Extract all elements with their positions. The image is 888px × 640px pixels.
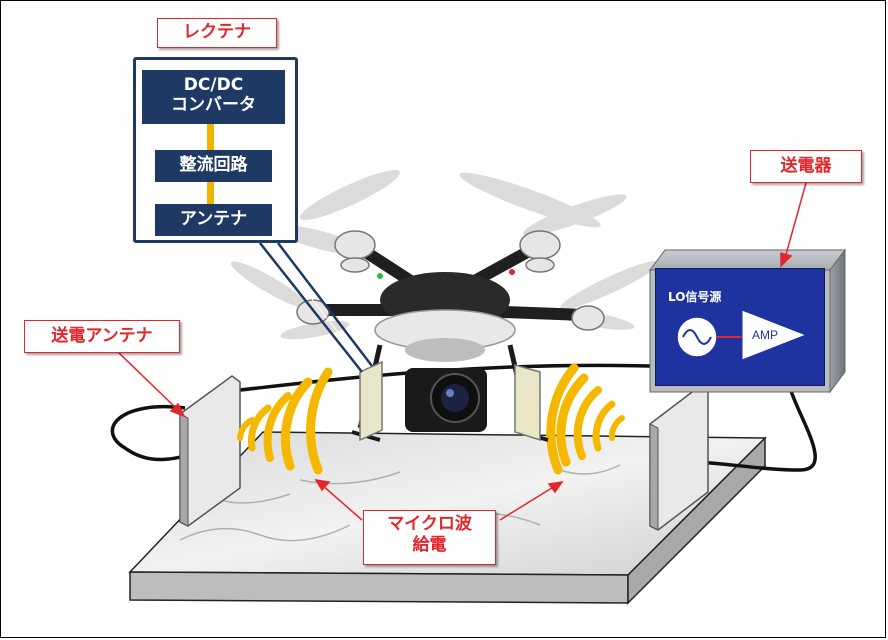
dcdc-line1: DC/DC bbox=[183, 75, 244, 95]
antenna-block: アンテナ bbox=[155, 204, 272, 236]
microwave-line2: 給電 bbox=[412, 535, 447, 556]
rectenna-callout bbox=[259, 242, 373, 373]
dcdc-converter-block: DC/DC コンバータ bbox=[142, 70, 285, 124]
microwave-power-label: マイクロ波 給電 bbox=[363, 510, 496, 565]
microwave-line1: マイクロ波 bbox=[387, 514, 472, 534]
tx-antenna-label: 送電アンテナ bbox=[24, 320, 180, 353]
amp-icon bbox=[741, 309, 808, 361]
rectenna-label: レクテナ bbox=[157, 18, 277, 48]
microwave-waves-left bbox=[237, 367, 333, 475]
lo-source-label: LO信号源 bbox=[668, 290, 722, 304]
connector-line bbox=[207, 182, 214, 204]
tx-antenna-left bbox=[179, 375, 241, 527]
drone bbox=[230, 170, 660, 442]
connector-line bbox=[207, 124, 214, 150]
rectifier-block: 整流回路 bbox=[155, 150, 272, 182]
dcdc-line2: コンバータ bbox=[171, 95, 256, 116]
amp-label: AMP bbox=[752, 328, 779, 342]
transmitter-label: 送電器 bbox=[750, 150, 862, 183]
red-arrows bbox=[117, 182, 807, 521]
tx-antenna-right bbox=[649, 385, 709, 531]
cable-right bbox=[689, 387, 817, 472]
microwave-waves-right bbox=[546, 363, 625, 475]
